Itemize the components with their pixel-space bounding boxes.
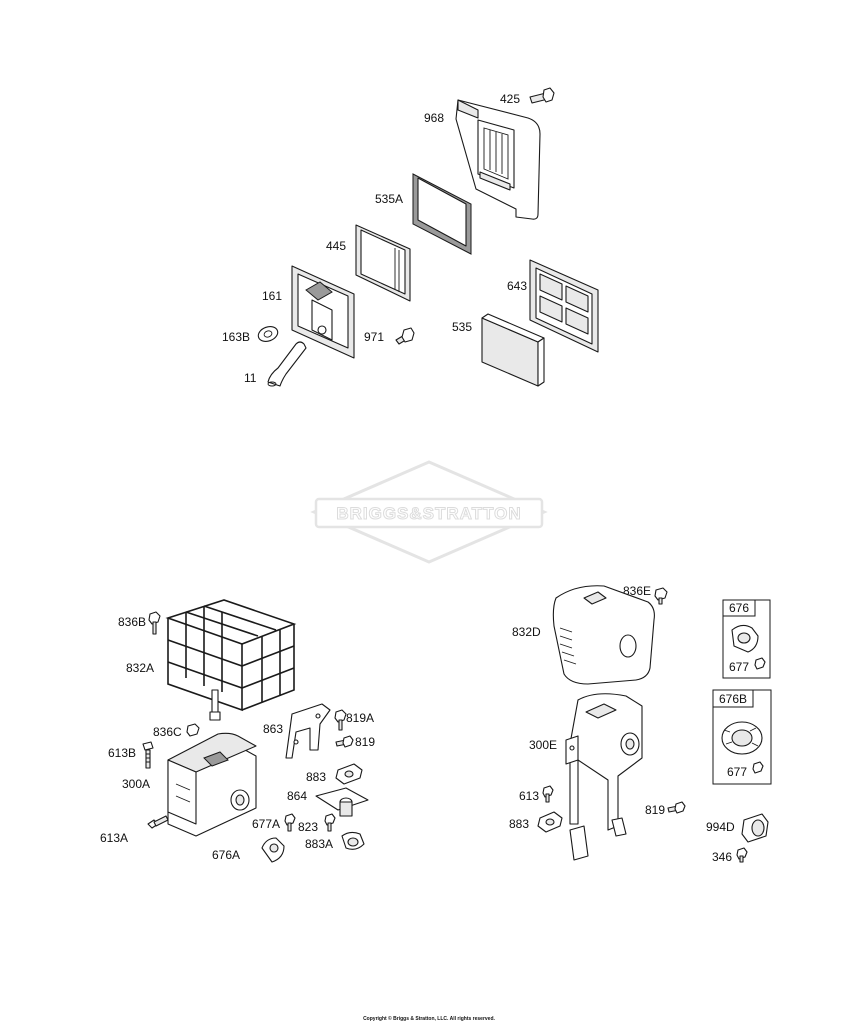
copyright-footer: Copyright © Briggs & Stratton, LLC. All … — [363, 1015, 495, 1022]
part-161-base — [291, 265, 355, 359]
part-445-filter — [355, 224, 411, 302]
label-863: 863 — [263, 722, 283, 736]
briggs-stratton-watermark: BRIGGS&STRATTON — [310, 460, 548, 564]
label-676A: 676A — [212, 848, 240, 862]
label-883-right: 883 — [509, 817, 529, 831]
label-677A: 677A — [252, 817, 280, 831]
part-819A-screw — [334, 709, 347, 731]
label-836E: 836E — [623, 584, 651, 598]
part-613-stud — [542, 785, 554, 803]
part-300E-muffler — [565, 693, 643, 861]
part-836C-nut — [186, 723, 200, 737]
label-832D: 832D — [512, 625, 541, 639]
label-832A: 832A — [126, 661, 154, 675]
part-968-cover — [455, 99, 541, 220]
part-864-deflector — [315, 787, 369, 817]
label-677-lower: 677 — [727, 765, 747, 779]
part-643-grid — [529, 259, 599, 353]
part-819-screw — [335, 735, 354, 748]
watermark-text: BRIGGS&STRATTON — [336, 504, 521, 523]
label-163B: 163B — [222, 330, 250, 344]
label-346: 346 — [712, 850, 732, 864]
kit-676B-box — [712, 689, 772, 785]
part-836E-screw — [654, 587, 668, 605]
part-863-bracket — [285, 703, 331, 759]
label-535: 535 — [452, 320, 472, 334]
label-836B: 836B — [118, 615, 146, 629]
part-677-screw-lower — [752, 761, 764, 774]
label-883A: 883A — [305, 837, 333, 851]
part-425-screw — [529, 87, 555, 104]
label-535A: 535A — [375, 192, 403, 206]
label-676B: 676B — [719, 692, 747, 706]
label-819A: 819A — [346, 711, 374, 725]
part-677A-screw — [284, 813, 296, 832]
part-883A-gasket — [341, 831, 365, 850]
part-346-screw — [736, 847, 748, 863]
label-613A: 613A — [100, 831, 128, 845]
part-832A-guard — [165, 599, 297, 721]
part-163B-gasket — [257, 326, 279, 342]
label-994D: 994D — [706, 820, 735, 834]
part-676A-arrester — [261, 837, 285, 863]
label-161: 161 — [262, 289, 282, 303]
label-11: 11 — [244, 371, 257, 385]
label-836C: 836C — [153, 725, 182, 739]
part-994D-deflector — [741, 813, 769, 843]
label-971: 971 — [364, 330, 384, 344]
label-613B: 613B — [108, 746, 136, 760]
label-968: 968 — [424, 111, 444, 125]
label-676: 676 — [729, 601, 749, 615]
part-613B-stud — [142, 741, 154, 769]
part-11-tube — [267, 341, 307, 387]
label-864: 864 — [287, 789, 307, 803]
label-300A: 300A — [122, 777, 150, 791]
label-425: 425 — [500, 92, 520, 106]
part-819-screw-right — [667, 801, 686, 814]
label-677-upper: 677 — [729, 660, 749, 674]
label-643: 643 — [507, 279, 527, 293]
label-819-right: 819 — [645, 803, 665, 817]
part-832D-shield — [552, 585, 655, 685]
label-819-left: 819 — [355, 735, 375, 749]
part-676B-arrester — [721, 721, 763, 755]
kit-676-box — [722, 599, 771, 679]
part-971-screw — [395, 327, 415, 345]
part-535A-frame — [412, 173, 472, 255]
label-823: 823 — [298, 820, 318, 834]
part-535-foam — [481, 313, 545, 387]
part-883-gasket-left — [335, 763, 363, 785]
part-823-screw — [324, 813, 336, 832]
part-883-gasket-right — [537, 811, 563, 833]
label-445: 445 — [326, 239, 346, 253]
label-300E: 300E — [529, 738, 557, 752]
part-613A-stud — [147, 815, 169, 829]
part-836B-screw — [148, 611, 161, 635]
part-676-arrester — [731, 624, 759, 653]
part-300A-muffler — [167, 732, 257, 837]
label-883-left: 883 — [306, 770, 326, 784]
label-613: 613 — [519, 789, 539, 803]
part-677-screw-upper — [754, 657, 766, 670]
